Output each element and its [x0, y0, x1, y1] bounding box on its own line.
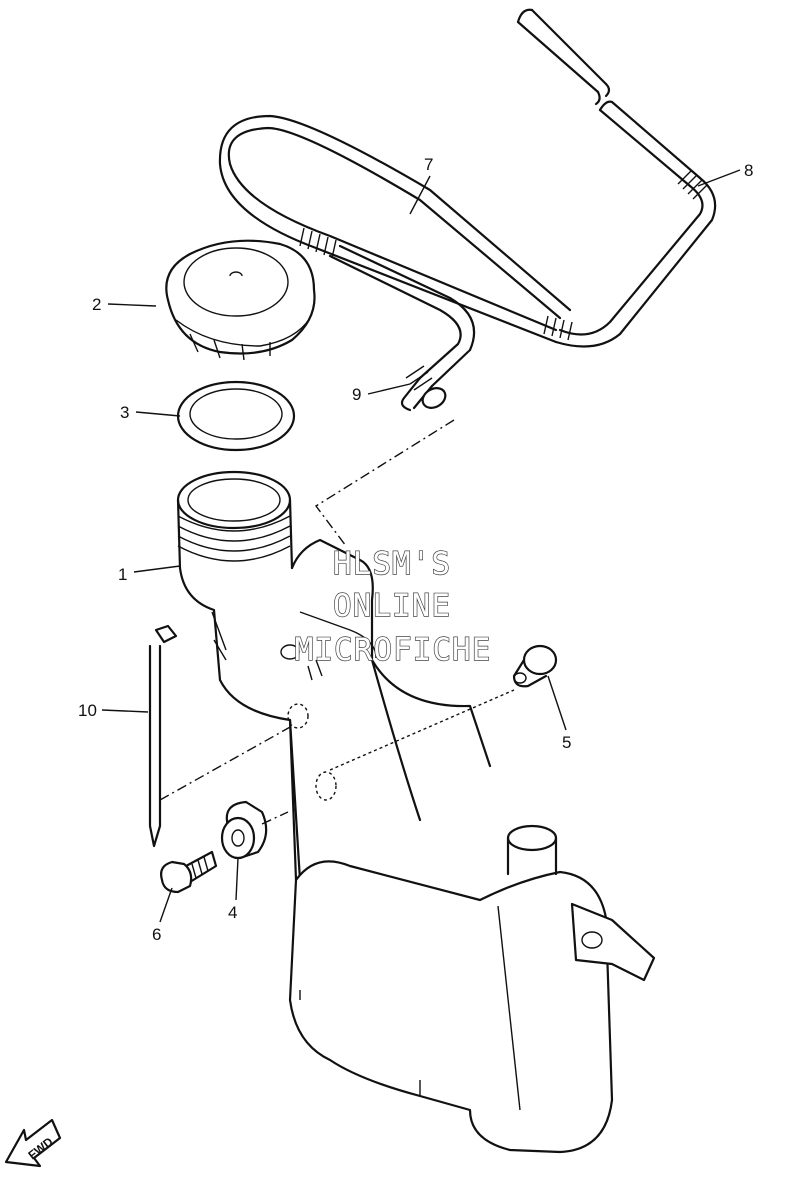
- callout-8: 8: [744, 161, 753, 180]
- fwd-badge: FWD: [4, 1118, 62, 1168]
- callout-numbers: 1 2 3 4 5 6 7 8 9 10: [78, 155, 753, 944]
- callout-2: 2: [92, 295, 101, 314]
- elbow-ribs: [405, 365, 433, 391]
- part-grommet: [220, 800, 289, 860]
- callout-9: 9: [352, 385, 361, 404]
- part-filler-cap: [165, 239, 316, 361]
- watermark-line-1: HLSM'S: [333, 546, 451, 582]
- part-cable-tie: [148, 624, 293, 848]
- watermark: HLSM'S ONLINE MICROFICHE: [294, 545, 492, 668]
- part-oil-tank: [176, 470, 656, 1154]
- callout-6: 6: [152, 925, 161, 944]
- vent-tube-ribs: [677, 169, 708, 200]
- part-elbow-fitting: [314, 244, 476, 547]
- watermark-line-2: ONLINE: [333, 588, 451, 624]
- watermark-line-3: MICROFICHE: [295, 632, 492, 668]
- callout-5: 5: [562, 733, 571, 752]
- callout-10: 10: [78, 701, 97, 720]
- hose-ribs-lower: [299, 227, 337, 259]
- leader-lines: [101, 169, 741, 923]
- hose-ribs-upper: [543, 315, 573, 341]
- callout-3: 3: [120, 403, 129, 422]
- callout-1: 1: [118, 565, 127, 584]
- forward-arrow-icon: [4, 1118, 62, 1168]
- part-breather-hose: [218, 114, 573, 344]
- part-bolt: [160, 850, 218, 894]
- part-gasket: [176, 380, 296, 452]
- callout-7: 7: [424, 155, 433, 174]
- part-collar: [512, 644, 558, 688]
- callout-4: 4: [228, 903, 237, 922]
- part-vent-tube: [516, 8, 717, 348]
